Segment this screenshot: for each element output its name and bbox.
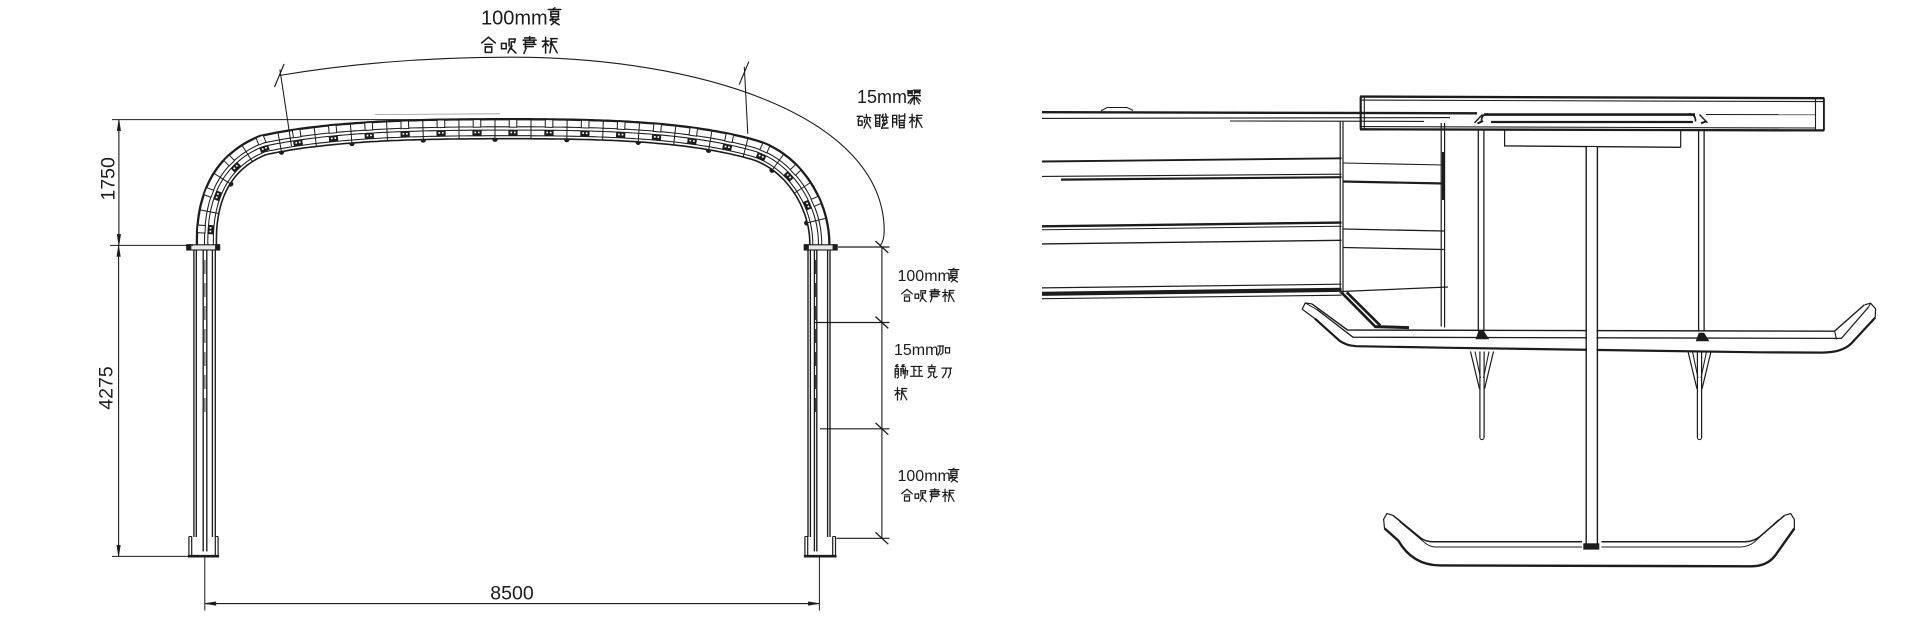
svg-text:1750: 1750	[98, 157, 120, 201]
svg-text:100mm: 100mm	[898, 268, 951, 285]
svg-text:8500: 8500	[490, 582, 534, 604]
svg-text:4275: 4275	[96, 366, 118, 410]
svg-text:15mm: 15mm	[894, 342, 938, 359]
svg-text:15mm: 15mm	[857, 87, 907, 107]
svg-text:100mm: 100mm	[898, 468, 951, 485]
svg-text:100mm: 100mm	[481, 8, 548, 30]
